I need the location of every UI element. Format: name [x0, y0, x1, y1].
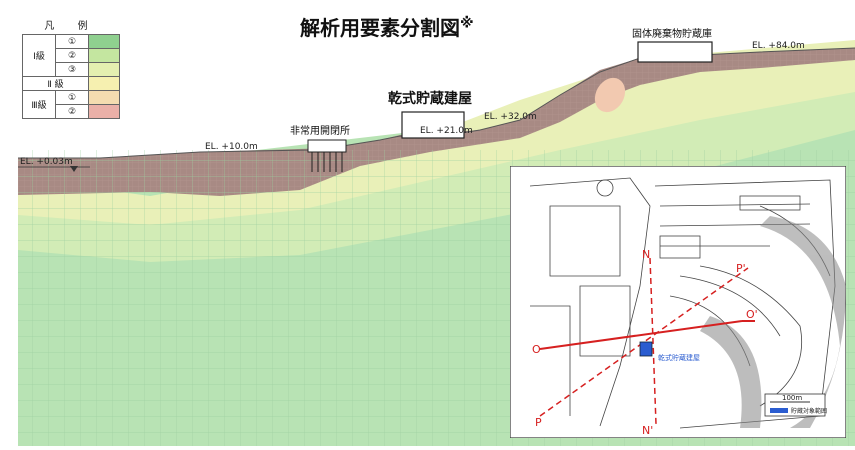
label-dry-storage: 乾式貯蔵建屋: [388, 91, 472, 107]
marker-n-prime: N': [642, 424, 653, 437]
label-el-sea: EL. +0.03m: [20, 157, 73, 167]
legend-swatch: [88, 62, 120, 77]
label-el-21: EL. +21.0m: [420, 126, 473, 136]
legend-swatch: [88, 34, 120, 49]
legend-swatch: [88, 90, 120, 105]
section-line-oo: [539, 320, 743, 350]
section-line-pp: [539, 267, 749, 417]
label-solid-waste: 固体廃棄物貯蔵庫: [632, 29, 712, 40]
solid-waste-storage: [637, 41, 713, 63]
section-line-nn: [649, 257, 657, 425]
label-el-84: EL. +84.0m: [752, 41, 805, 51]
diagram-title: 解析用要素分割図※: [300, 15, 474, 40]
inset-scale-label: 100m: [782, 394, 802, 402]
layer-class3-1: [594, 77, 626, 113]
legend-header: 凡 例: [44, 21, 98, 32]
site-map-inset: O O' P P' N N' 乾式貯蔵建屋 100m 貯蔵対象範囲: [510, 166, 846, 438]
legend-swatch: [88, 76, 120, 91]
label-emergency-gate: 非常用開閉所: [290, 126, 350, 137]
inset-legend-label: 貯蔵対象範囲: [791, 407, 827, 415]
marker-o: O: [532, 343, 541, 356]
legend-swatch: [88, 104, 120, 119]
inset-building-label: 乾式貯蔵建屋: [658, 353, 700, 362]
label-el-32: EL. +32.0m: [484, 112, 537, 122]
marker-p: P: [535, 416, 542, 429]
marker-p-prime: P': [736, 262, 746, 275]
label-el-10: EL. +10.0m: [205, 142, 258, 152]
legend-swatch: [88, 48, 120, 63]
dry-storage-building: [401, 111, 465, 139]
marker-o-prime: O': [746, 308, 758, 321]
inset-dry-storage-marker: [639, 341, 653, 357]
emergency-gate-structure: [307, 139, 347, 172]
marker-n: N: [642, 248, 650, 261]
